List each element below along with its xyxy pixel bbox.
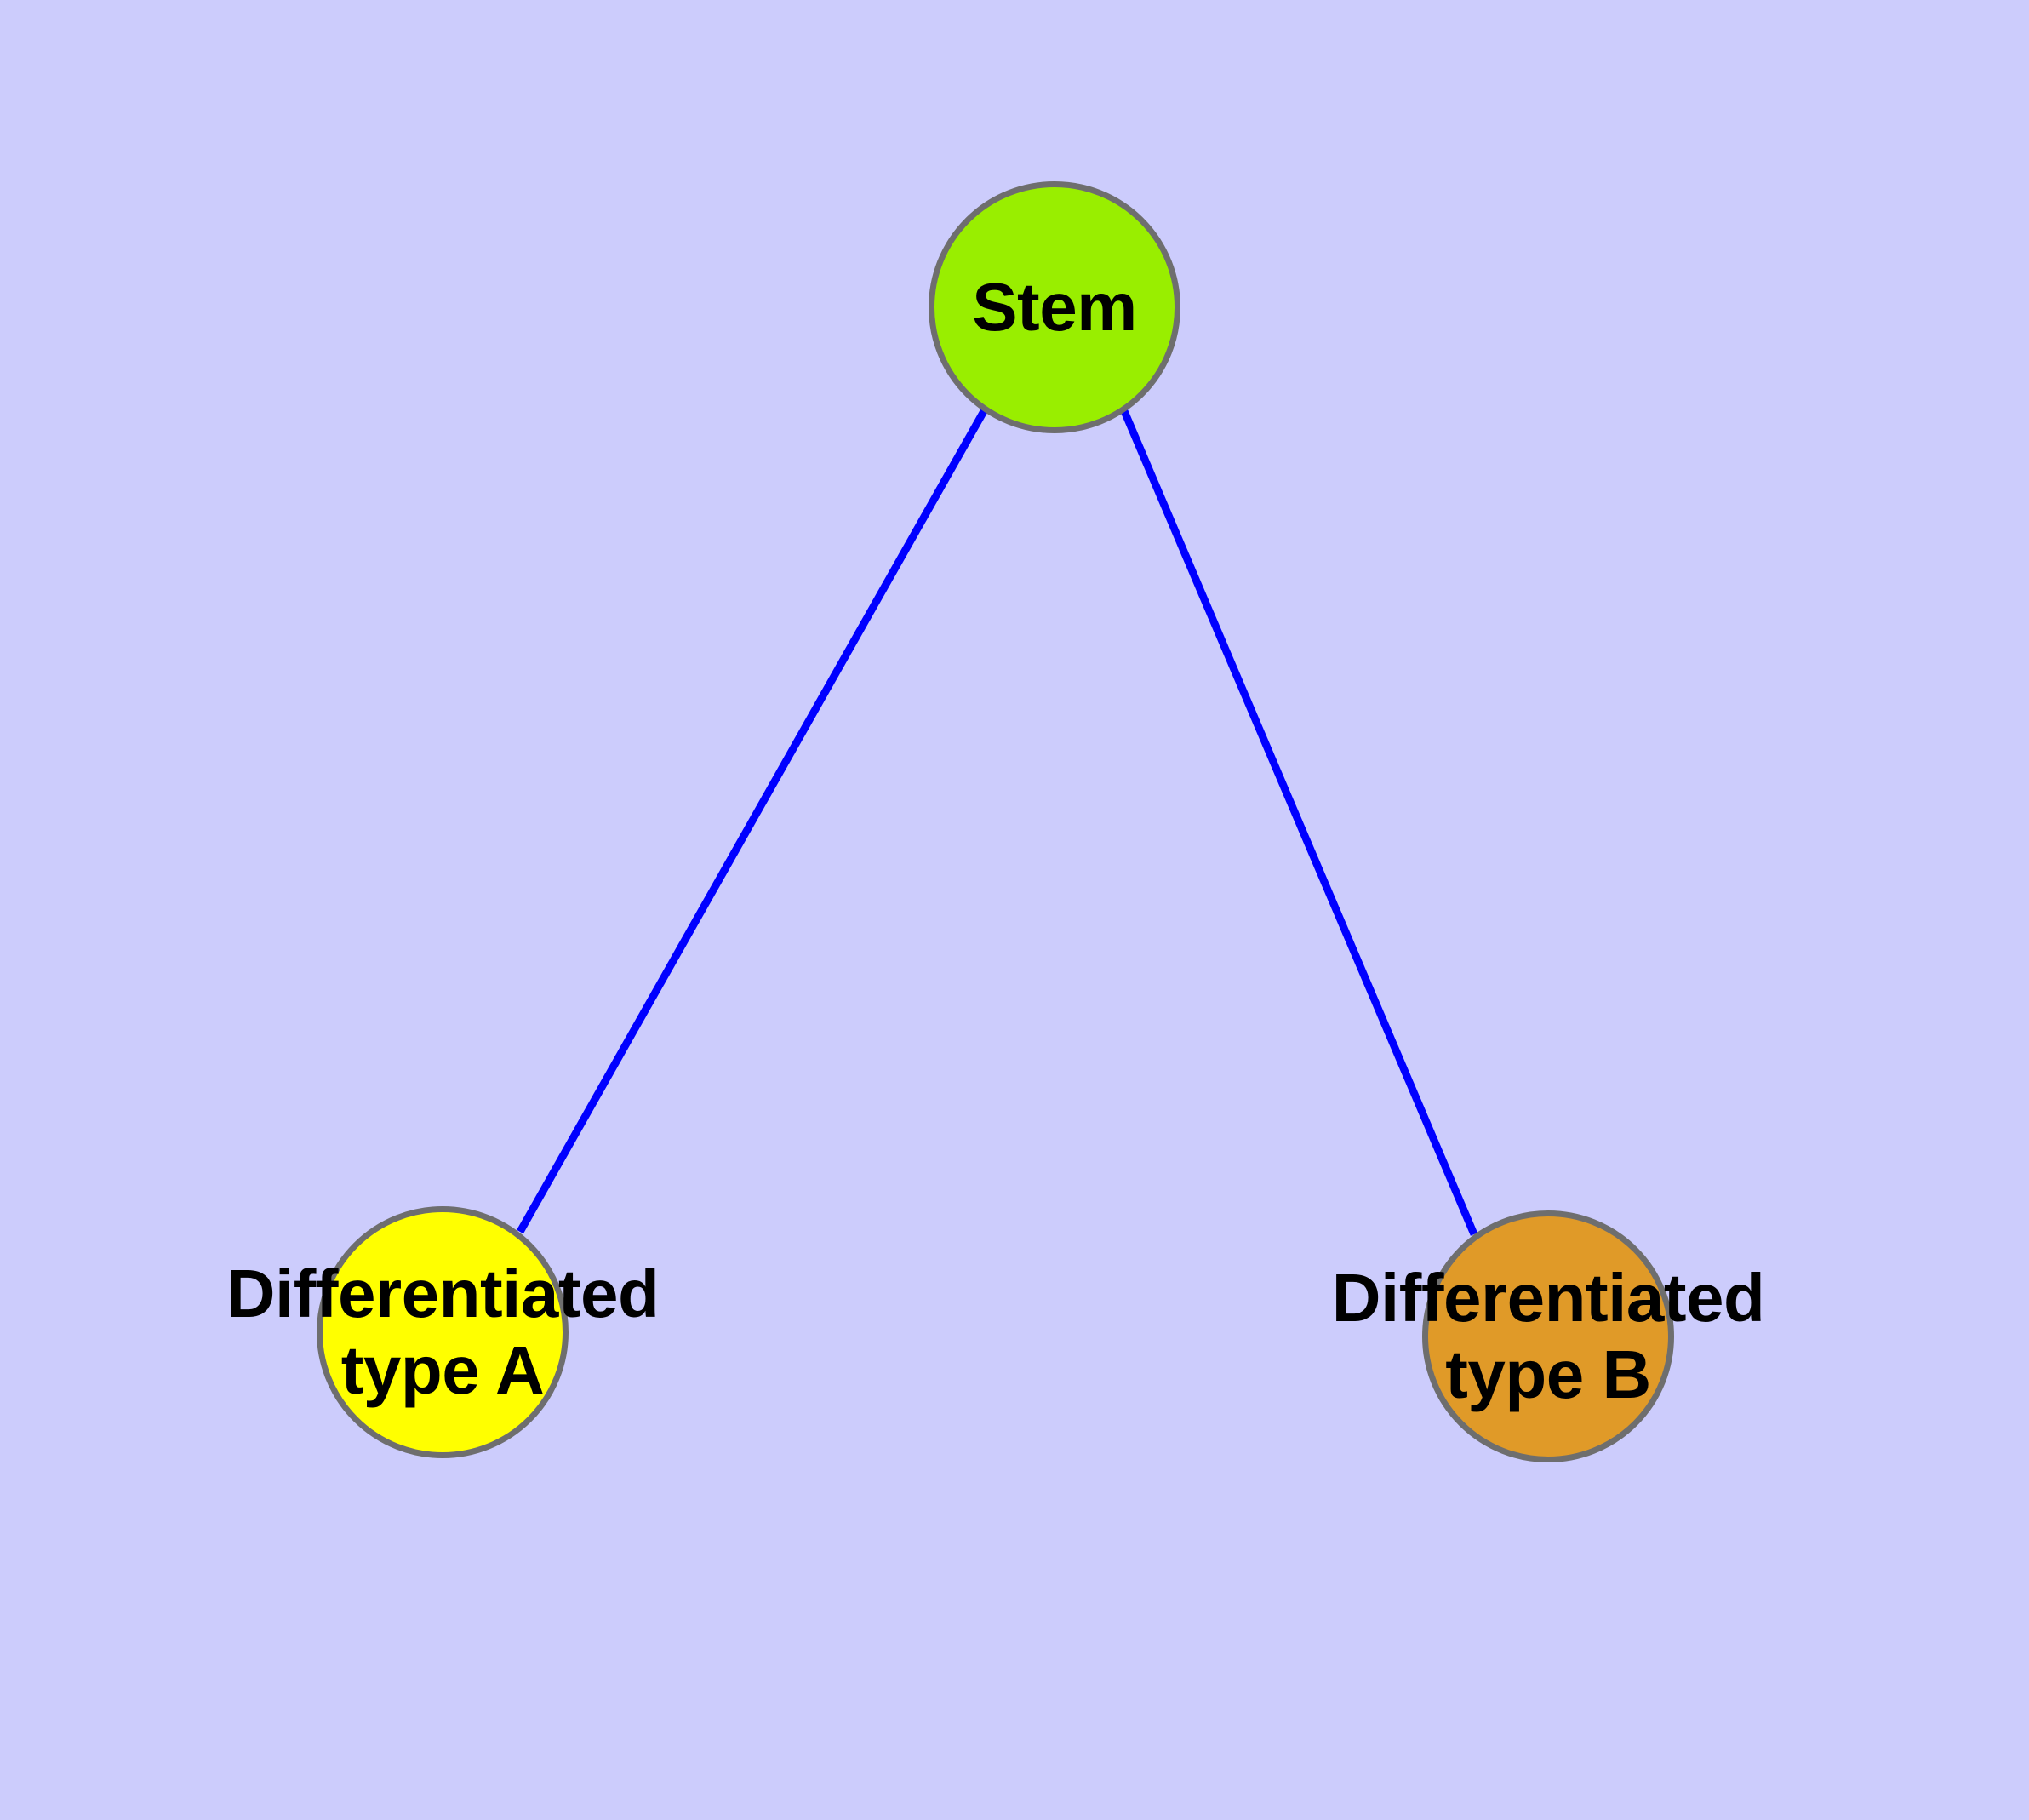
node-differentiated-type-b[interactable] [1422,1210,1674,1462]
node-differentiated-type-a[interactable] [317,1206,569,1458]
edge-stem-to-diff-b[interactable] [1120,409,1478,1236]
node-stem[interactable] [929,181,1180,433]
edge-stem-to-diff-a[interactable] [517,409,987,1234]
